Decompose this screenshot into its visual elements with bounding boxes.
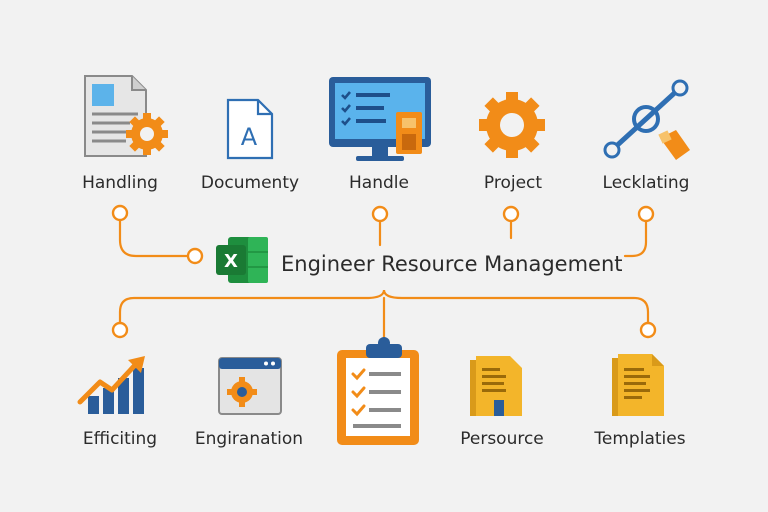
document-letter: A [241,123,258,151]
connector-lecklating [623,219,648,258]
folder-template-icon [612,354,664,416]
browser-window-gear-icon [218,357,282,415]
connector-bottom-bus [118,289,650,324]
node-label-lecklating: Lecklating [603,173,690,193]
growth-chart-icon [77,356,145,414]
monitor-checklist-icon [329,77,431,161]
folder-document-icon [470,356,522,416]
connector-dots [111,204,657,339]
document-gear-icon [84,75,168,157]
pen-tool-icon [603,79,690,160]
node-label-project: Project [484,173,542,193]
excel-icon-letter: X [224,251,238,272]
node-label-handling: Handling [82,173,158,193]
connector-lines [118,218,650,340]
connector-dot [639,321,657,339]
connector-dot [371,205,389,223]
clipboard-checklist-icon [337,337,419,445]
node-label-engiranation: Engiranation [195,429,303,449]
node-label-persource: Persource [460,429,544,449]
connector-dot [111,321,129,339]
diagram-title: Engineer Resource Management [281,252,623,276]
excel-icon: X [216,237,268,283]
gear-icon [479,92,545,158]
connector-dot [186,247,204,265]
node-label-handle: Handle [349,173,409,193]
node-label-templaties: Templaties [593,429,685,449]
connector-dot [637,205,655,223]
connector-dot [502,205,520,223]
connector-handling [118,218,190,258]
document-letter-icon: A [226,98,274,160]
node-label-documenty: Documenty [201,173,299,193]
connector-dot [111,204,129,222]
node-label-efficiting: Efficiting [83,429,157,449]
